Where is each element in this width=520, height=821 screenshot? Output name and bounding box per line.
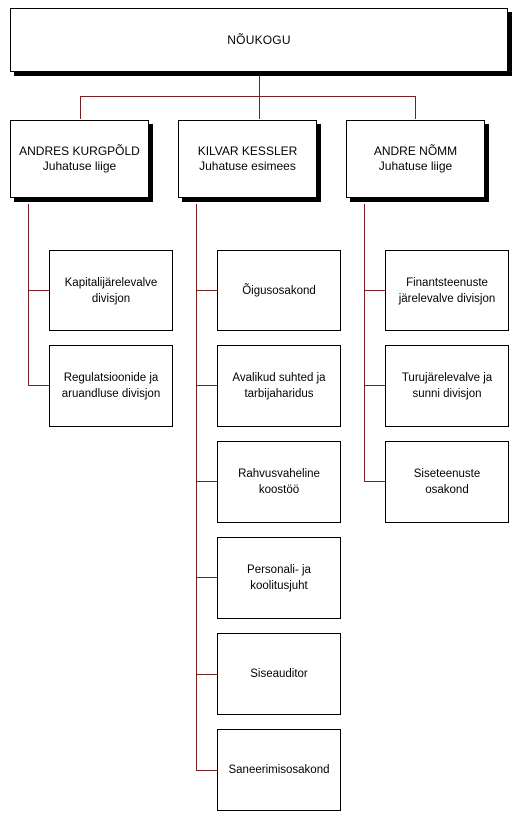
column-3-trunk <box>364 204 365 482</box>
unit-box: Saneerimisosakond <box>217 729 341 811</box>
board-box: NÕUKOGU <box>10 8 508 72</box>
executive-connector-horizontal <box>80 96 416 97</box>
unit-label: Saneerimisosakond <box>228 764 330 776</box>
executive-role: Juhatuse liige <box>42 159 117 173</box>
board-name: NÕUKOGU <box>227 33 291 47</box>
unit-label: Õigusosakond <box>242 284 316 297</box>
column-3-branch-2 <box>364 385 385 386</box>
executive-name: ANDRES KURGPÕLD <box>19 144 140 158</box>
unit-box: Finantsteenuste järelevalve divisjon <box>385 250 509 331</box>
executive-box-kurgpold: ANDRES KURGPÕLD Juhatuse liige <box>10 120 149 198</box>
column-2-branch-4 <box>196 577 217 578</box>
board-connector-vertical <box>259 72 260 97</box>
column-2-branch-6 <box>196 770 217 771</box>
unit-box: Kapitalijärelevalve divisjon <box>49 250 173 331</box>
executive-name: ANDRE NÕMM <box>373 144 458 158</box>
executive-name: KILVAR KESSLER <box>197 144 298 158</box>
unit-label: Regulatsioonide ja aruandluse divisjon <box>61 372 161 400</box>
unit-box: Õigusosakond <box>217 250 341 331</box>
unit-label: Siseauditor <box>250 668 308 680</box>
executive-box-nomm: ANDRE NÕMM Juhatuse liige <box>346 120 485 198</box>
unit-box: Avalikud suhted ja tarbijaharidus <box>217 345 341 427</box>
unit-label: Turujärelevalve ja sunni divisjon <box>401 372 493 400</box>
column-1-branch-2 <box>28 385 49 386</box>
executive-1-drop <box>80 96 81 119</box>
column-1-branch-1 <box>28 290 49 291</box>
column-3-branch-3 <box>364 481 385 482</box>
unit-box: Personali- ja koolitusjuht <box>217 537 341 619</box>
unit-label: Avalikud suhted ja tarbijaharidus <box>232 372 326 400</box>
unit-label: Rahvusvaheline koostöö <box>238 468 320 496</box>
executive-3-drop <box>415 96 416 119</box>
unit-box: Regulatsioonide ja aruandluse divisjon <box>49 345 173 427</box>
unit-label: Siseteenuste osakond <box>413 468 481 496</box>
executive-2-drop <box>259 96 260 119</box>
column-2-branch-5 <box>196 674 217 675</box>
column-3-branch-1 <box>364 290 385 291</box>
unit-box: Rahvusvaheline koostöö <box>217 441 341 523</box>
column-1-trunk <box>28 204 29 386</box>
executive-role: Juhatuse esimees <box>199 159 296 173</box>
unit-box: Siseauditor <box>217 633 341 715</box>
executive-box-kessler: KILVAR KESSLER Juhatuse esimees <box>178 120 317 198</box>
unit-label: Personali- ja koolitusjuht <box>247 564 311 592</box>
unit-box: Siseteenuste osakond <box>385 441 509 523</box>
column-2-branch-3 <box>196 481 217 482</box>
unit-label: Finantsteenuste järelevalve divisjon <box>398 276 496 305</box>
column-2-branch-2 <box>196 385 217 386</box>
unit-label: Kapitalijärelevalve divisjon <box>64 276 158 305</box>
column-2-branch-1 <box>196 290 217 291</box>
column-2-trunk <box>196 204 197 771</box>
executive-role: Juhatuse liige <box>378 159 453 173</box>
unit-box: Turujärelevalve ja sunni divisjon <box>385 345 509 427</box>
